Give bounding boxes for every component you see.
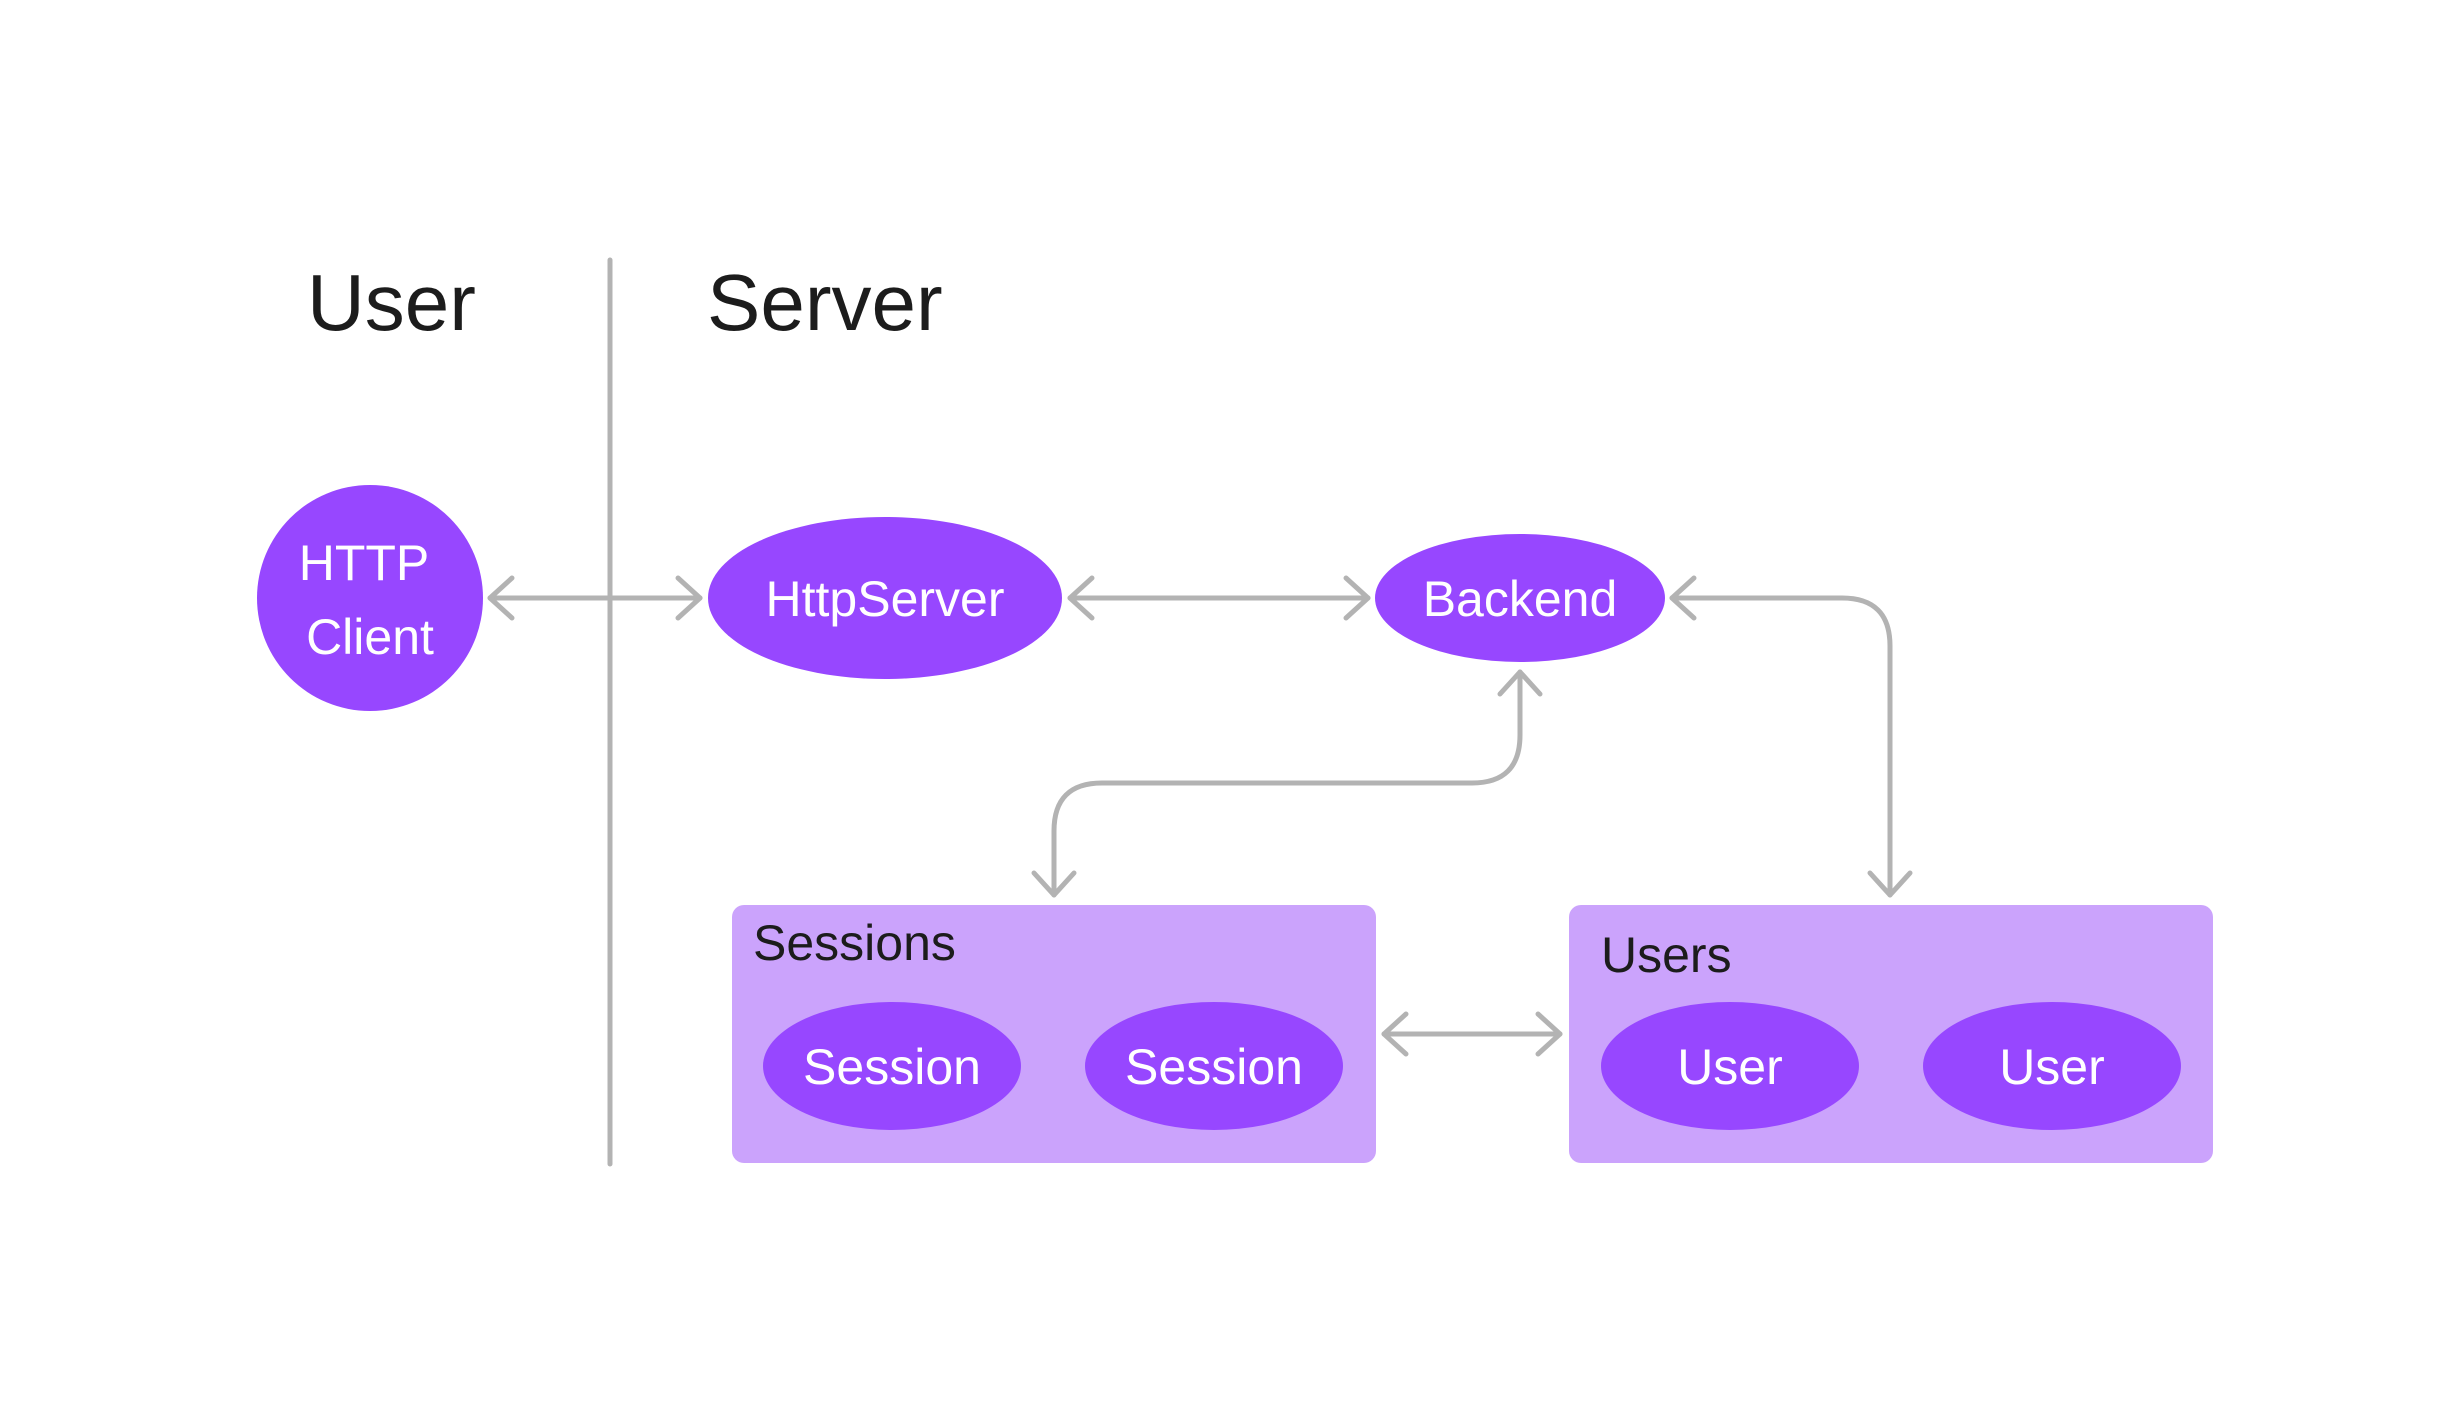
arrowhead-httpserver-left (675, 575, 703, 621)
user-heading: User (307, 258, 476, 347)
http-client-node (257, 485, 483, 711)
session-label-2: Session (1125, 1039, 1303, 1095)
server-heading: Server (707, 258, 943, 347)
edge-backend-users (1669, 595, 1893, 898)
user-node-1 (1601, 1002, 1859, 1130)
http-client-label-line2: Client (306, 609, 434, 665)
http-server-label: HttpServer (766, 571, 1005, 627)
user-label-2: User (1999, 1039, 2105, 1095)
backend-label: Backend (1423, 571, 1618, 627)
arrowhead-users-top (1867, 870, 1913, 898)
arrowhead-client-left (487, 575, 515, 621)
session-node-1 (763, 1002, 1021, 1130)
arrowhead-users-left (1535, 1011, 1563, 1057)
http-server-node (708, 517, 1062, 679)
arrowhead-backend-left (1343, 575, 1371, 621)
session-label-1: Session (803, 1039, 981, 1095)
edge-backend-sessions (1051, 669, 1523, 898)
arrowhead-sessions-right (1381, 1011, 1409, 1057)
session-node-2 (1085, 1002, 1343, 1130)
arrowhead-sessions-top (1031, 870, 1077, 898)
arrowhead-backend-bottom (1497, 669, 1543, 697)
arrowhead-httpserver-right (1067, 575, 1095, 621)
users-group-label: Users (1601, 927, 1732, 983)
user-node-2 (1923, 1002, 2181, 1130)
backend-node (1375, 534, 1665, 662)
http-client-label-line1: HTTP (299, 535, 430, 591)
arrowhead-backend-right (1669, 575, 1697, 621)
sessions-group-label: Sessions (753, 915, 956, 971)
user-label-1: User (1677, 1039, 1783, 1095)
